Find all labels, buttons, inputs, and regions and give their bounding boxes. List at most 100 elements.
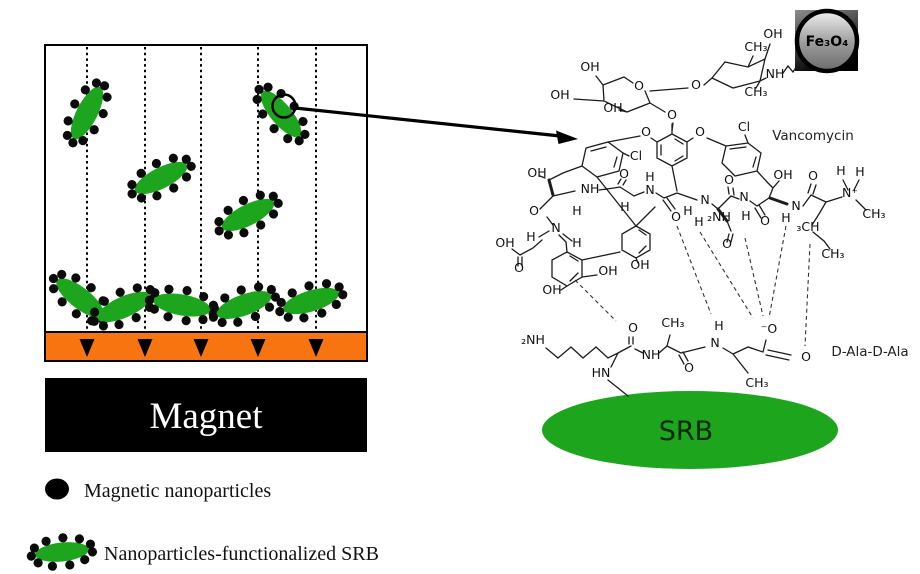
- magnetic-nanoparticle-dot: [321, 279, 332, 289]
- srb-cells: [48, 78, 348, 331]
- atom-label: CH₃: [862, 206, 885, 221]
- atom-label: O: [529, 203, 539, 218]
- atom-label: O: [628, 320, 638, 335]
- magnetic-nanoparticle-dot: [91, 78, 102, 88]
- magnetic-nanoparticle-dot: [90, 307, 100, 317]
- atom-label: NH: [642, 347, 661, 362]
- magnetic-nanoparticle-dot: [182, 286, 192, 296]
- atom-label: O: [671, 209, 681, 224]
- magnifier-circle: [271, 93, 297, 119]
- atom-label: O: [722, 236, 732, 251]
- separation-chamber: [44, 44, 368, 362]
- magnetic-nanoparticle-dot: [71, 309, 81, 319]
- magnetic-nanoparticle-dot: [250, 311, 261, 322]
- atom-label: N: [645, 182, 654, 197]
- magnetic-nanoparticle-dot: [270, 292, 280, 302]
- magnetic-nanoparticle-dot: [255, 190, 265, 200]
- magnetic-nanoparticle-dot: [49, 284, 59, 294]
- fe3o4-nanoparticle: Fe₃O₄: [794, 8, 860, 74]
- magnetic-nanoparticle-dot: [209, 303, 219, 313]
- legend: Magnetic nanoparticles Nanoparticles-fun…: [26, 478, 379, 571]
- magnetic-nanoparticle-dot: [169, 183, 179, 193]
- magnetic-nanoparticle-dot: [253, 282, 264, 292]
- atom-label: N: [710, 335, 719, 350]
- atom-label: N: [551, 220, 560, 235]
- magnetic-nanoparticle-dot: [98, 109, 108, 119]
- magnetic-nanoparticle-dot: [70, 99, 80, 109]
- magnetic-nanoparticle-dot: [78, 136, 88, 146]
- atom-label: ₃CH: [796, 219, 819, 234]
- atom-label: O: [667, 107, 677, 122]
- magnetic-nanoparticle-dot: [152, 191, 162, 201]
- magnetic-nanoparticle-dot: [58, 533, 68, 543]
- magnetic-nanoparticle-dot: [80, 555, 90, 565]
- magnetic-nanoparticle-dot: [287, 288, 297, 298]
- srb-cell: [127, 153, 196, 203]
- molecule-bonds: [511, 43, 867, 397]
- srb-cell-ellipse: [260, 90, 302, 138]
- magnetic-nanoparticle-dot: [48, 273, 59, 284]
- magnetic-nanoparticle-dot: [29, 543, 39, 553]
- atom-label: O: [695, 124, 705, 139]
- magnetic-nanoparticle-dot: [63, 116, 73, 126]
- atom-label: OH: [773, 167, 792, 182]
- magnetic-nanoparticle-dot: [331, 299, 341, 310]
- magnetic-nanoparticle-dot: [264, 302, 275, 312]
- atom-label: O: [760, 213, 770, 228]
- vancomycin-label: Vancomycin: [772, 128, 854, 144]
- magnetic-nanoparticle-dot: [85, 539, 96, 549]
- atom-label: H: [572, 235, 581, 250]
- atom-label: OH: [598, 263, 617, 278]
- atom-label: H: [683, 203, 692, 218]
- srb-cell-ellipse: [153, 293, 211, 317]
- atom-label: O: [514, 260, 524, 275]
- atom-label: ⁻O: [761, 321, 778, 336]
- magnetic-nanoparticle-dot: [186, 161, 196, 171]
- magnet-label: Magnet: [149, 396, 263, 437]
- magnetic-nanoparticle-dot: [57, 269, 67, 280]
- magnetic-nanoparticle-dot: [181, 316, 191, 326]
- srb-cell-ellipse: [35, 542, 89, 562]
- atom-label: NH: [766, 66, 785, 81]
- magnetic-nanoparticle-dot: [132, 283, 142, 293]
- magnetic-nanoparticle-dot: [136, 168, 146, 178]
- magnetic-nanoparticle-dot: [144, 295, 155, 305]
- magnetic-nanoparticle-dot: [238, 195, 249, 206]
- atom-label: CH₃: [661, 315, 684, 330]
- magnet: Magnet: [45, 378, 367, 452]
- magnetic-nanoparticle-dot: [57, 297, 67, 307]
- srb-cell-ellipse: [221, 198, 275, 232]
- magnetic-nanoparticle-dot: [86, 283, 96, 293]
- magnetic-nanoparticle-dot: [199, 292, 209, 302]
- magnetic-nanoparticle-dot: [127, 180, 137, 190]
- atom-label: OH: [542, 282, 561, 297]
- magnetic-nanoparticle-dot: [136, 193, 147, 203]
- legend-label-srb: Nanoparticles-functionalized SRB: [104, 543, 379, 565]
- magnetic-nanoparticle-dot: [41, 536, 51, 546]
- magnetic-nanoparticle-dot: [33, 558, 43, 568]
- magnetic-nanoparticle-dot: [263, 82, 273, 92]
- magnetic-nanoparticle-dot: [114, 319, 124, 330]
- magnetic-nanoparticle-dot: [233, 317, 243, 327]
- atom-label: O: [801, 349, 811, 364]
- magnetic-nanoparticle-dot: [65, 560, 75, 570]
- magnetic-nanoparticle-dot: [254, 84, 264, 95]
- magnetic-nanoparticle-dot: [149, 304, 159, 314]
- nanoparticle-sphere: [794, 8, 860, 74]
- magnetic-nanoparticle-dot: [131, 313, 141, 323]
- magnetic-nanoparticle-dot: [87, 547, 98, 557]
- atom-label: N: [739, 189, 748, 204]
- magnetic-nanoparticle-dot: [80, 85, 90, 95]
- srb-cell-ellipse: [283, 287, 339, 315]
- atom-label: OH: [580, 59, 599, 74]
- magnetic-nanoparticle-dot: [214, 217, 224, 227]
- magnetic-nanoparticle-dot: [283, 134, 293, 144]
- atom-label: N: [791, 198, 800, 213]
- magnetic-nanoparticle-dot: [256, 220, 266, 230]
- magnetic-nanoparticle-dot: [294, 136, 304, 146]
- magnetic-nanoparticle-dot: [115, 287, 125, 297]
